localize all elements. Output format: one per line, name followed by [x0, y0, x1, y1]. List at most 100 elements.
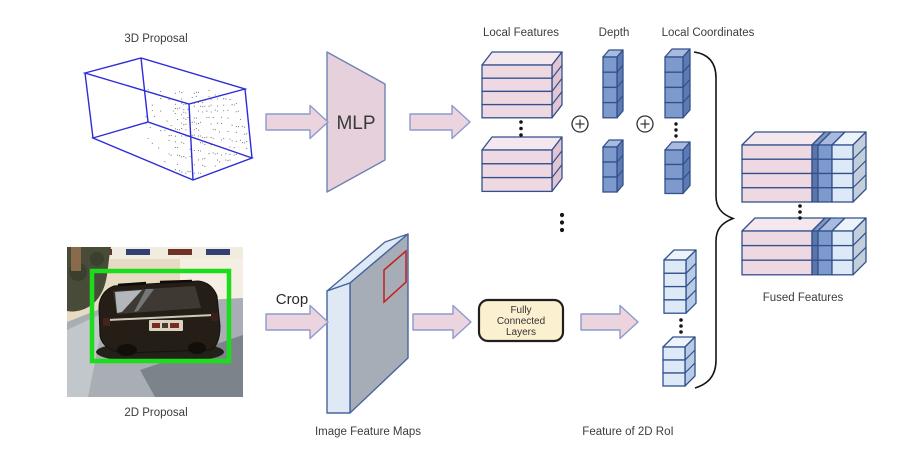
point	[214, 109, 216, 111]
stack-top-face	[741, 217, 826, 232]
point	[231, 104, 233, 106]
point	[208, 105, 210, 107]
point	[187, 117, 189, 119]
roof-rail	[117, 281, 147, 287]
stack-layer	[817, 172, 833, 189]
ellipsis-dot	[674, 134, 678, 138]
point	[176, 119, 179, 121]
plate-mark	[162, 323, 168, 328]
point	[181, 171, 183, 173]
fused-ellipsis	[798, 204, 802, 220]
taillight	[103, 318, 110, 326]
stack-layer	[602, 101, 618, 119]
stack-layer	[662, 346, 686, 361]
point	[179, 170, 181, 172]
point	[210, 137, 212, 139]
stack-side-divider	[852, 232, 867, 247]
mlp-label: MLP	[336, 113, 375, 134]
point	[189, 134, 191, 137]
stack-layer	[602, 161, 618, 178]
point	[189, 171, 191, 173]
ellipsis-dot	[679, 318, 683, 322]
point	[160, 130, 162, 132]
point	[179, 91, 181, 93]
point	[195, 117, 197, 119]
point	[206, 136, 208, 138]
stack-layer	[811, 158, 819, 175]
slab-main-face	[349, 233, 409, 414]
point	[235, 125, 237, 128]
stack-layer	[481, 64, 553, 79]
arrow-shape	[265, 104, 329, 140]
stack-layer	[663, 272, 687, 288]
stack-layer	[481, 77, 553, 93]
fc-box	[477, 298, 565, 343]
plate-mark	[152, 323, 160, 328]
point	[204, 137, 206, 139]
point	[244, 155, 246, 157]
point	[235, 102, 237, 105]
stack-layer	[663, 259, 687, 274]
stack-layer	[664, 86, 684, 104]
point	[231, 140, 233, 142]
point	[166, 120, 168, 122]
chrome-strip	[107, 314, 215, 321]
point	[181, 98, 183, 100]
point	[176, 154, 179, 156]
window-dash	[168, 249, 192, 255]
point	[210, 104, 212, 106]
plate-mark	[170, 323, 179, 328]
labels: 3D Proposal Local Features Depth Local C…	[124, 27, 843, 438]
point	[197, 172, 200, 174]
ellipsis-dot	[519, 133, 523, 137]
point	[183, 104, 185, 106]
window-reflection	[115, 290, 142, 313]
fused-features-stack-bottom	[741, 217, 867, 276]
point	[168, 153, 170, 155]
point	[202, 136, 204, 139]
depth-label: Depth	[599, 27, 630, 39]
point	[195, 91, 197, 93]
point	[189, 148, 191, 150]
point	[223, 104, 225, 106]
point	[242, 142, 244, 144]
point	[172, 110, 174, 112]
point	[197, 159, 200, 161]
point	[246, 140, 248, 142]
wireframe-edge	[140, 57, 149, 123]
point	[229, 146, 231, 148]
point	[187, 108, 189, 110]
point	[185, 103, 187, 105]
stack-top-face	[481, 51, 563, 66]
ellipsis-dot	[559, 227, 565, 233]
stack-layer	[741, 244, 813, 261]
point	[181, 128, 183, 130]
point	[149, 126, 151, 128]
stack-side-divider	[616, 169, 624, 178]
point	[183, 142, 185, 144]
point	[218, 131, 221, 133]
ellipsis-dot	[798, 216, 802, 220]
stack-side-divider	[682, 156, 691, 165]
proposal-3d-wireframe	[82, 57, 255, 181]
stack-side-divider	[616, 64, 624, 73]
stack-layer	[831, 187, 854, 203]
point	[200, 105, 202, 107]
point	[210, 144, 212, 146]
stack-top-face	[481, 136, 563, 151]
stack-layer	[663, 285, 687, 301]
arrow-crop-to-maps	[265, 304, 329, 340]
point	[195, 128, 197, 130]
stack-side-divider	[682, 79, 691, 88]
stack-layer	[662, 359, 686, 374]
point	[216, 110, 218, 112]
point	[221, 154, 223, 156]
local-coordinates-stack-bottom	[664, 141, 691, 195]
point	[200, 172, 202, 174]
point	[216, 98, 218, 100]
stack-layer	[481, 90, 553, 106]
point	[239, 139, 242, 141]
roof-rail	[159, 279, 193, 284]
point	[183, 109, 185, 111]
